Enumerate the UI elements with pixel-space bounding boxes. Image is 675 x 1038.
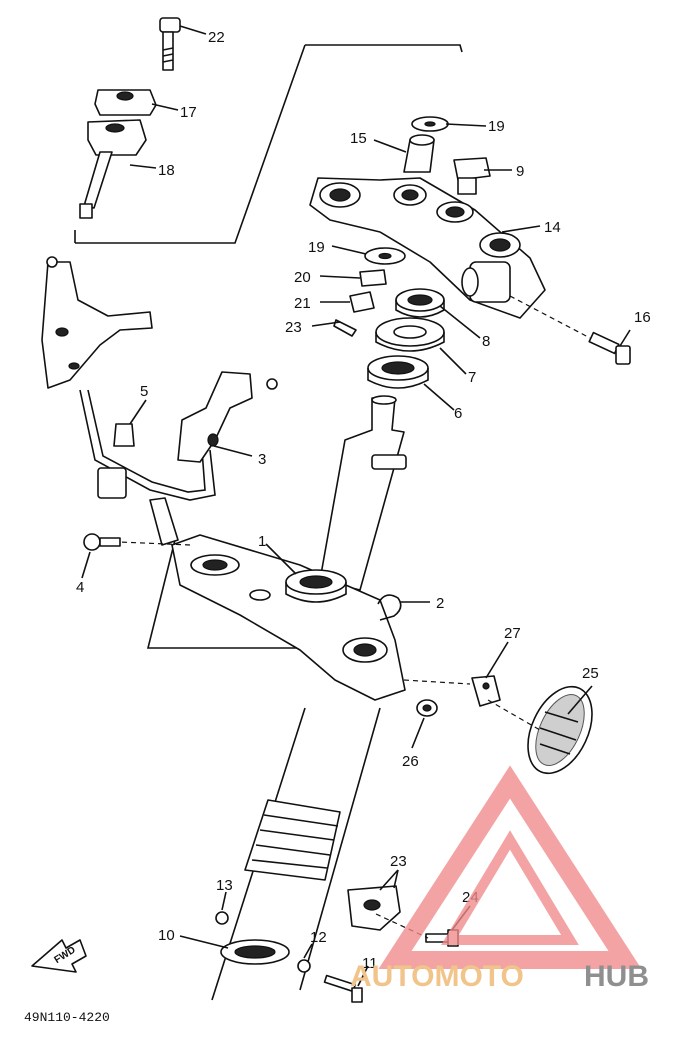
callout-11: 11 xyxy=(362,955,378,972)
lower-bracket xyxy=(171,534,406,701)
lower-bracket-frame xyxy=(146,539,310,649)
bearing-1 xyxy=(285,569,347,603)
upper-bracket-14 xyxy=(309,177,546,319)
callout-19-upper: 19 xyxy=(488,118,505,135)
cotter-pin-22 xyxy=(333,319,357,337)
washer-19-lower xyxy=(364,247,406,265)
handlebar-holder-upper-17 xyxy=(94,89,157,116)
callout-27: 26 xyxy=(402,753,419,770)
callout-4: 4 xyxy=(76,579,84,596)
callout-2: 2 xyxy=(436,595,444,612)
part-code: 49N110-4220 xyxy=(24,1010,110,1025)
bolt-16 xyxy=(588,331,631,365)
bolt-11 xyxy=(323,974,363,1003)
headlight-stay-left xyxy=(41,256,153,389)
clamp-10 xyxy=(220,939,290,965)
handlebar-frame xyxy=(74,44,463,244)
callout-15: 15 xyxy=(350,130,367,147)
callout-5: 5 xyxy=(140,383,148,400)
callout-16: 16 xyxy=(634,309,651,326)
callout-21: 21 xyxy=(294,295,311,312)
callout-6: 6 xyxy=(454,405,462,422)
ring-nut-8 xyxy=(395,288,445,318)
callout-28: 27 xyxy=(504,625,521,642)
callout-12: 12 xyxy=(310,929,327,946)
bolt-23 xyxy=(159,17,181,71)
callouts: 22 17 18 15 19 9 14 19 20 21 23 8 7 6 16… xyxy=(76,29,651,972)
watermark-text: AUTOMOTO HUB xyxy=(350,960,649,993)
callout-9: 9 xyxy=(516,163,524,180)
steering-stem xyxy=(319,395,407,591)
stay-rod xyxy=(79,389,216,501)
callout-22: 23 xyxy=(285,319,302,336)
callout-23: 22 xyxy=(208,29,225,46)
callout-18: 18 xyxy=(158,162,175,179)
washer-19-upper xyxy=(411,116,449,132)
nut-13 xyxy=(215,911,229,925)
watermark-logo-icon xyxy=(378,765,642,969)
callout-26: 25 xyxy=(582,665,599,682)
callout-17: 17 xyxy=(180,104,197,121)
callout-24: 23 xyxy=(390,853,407,870)
callout-10: 10 xyxy=(158,927,175,944)
collar-27 xyxy=(416,699,438,717)
watermark-text-a: AUTOMOTO xyxy=(350,960,524,993)
headlight-stay-3 xyxy=(177,371,278,463)
nut-12 xyxy=(297,959,311,973)
fork-boot xyxy=(244,799,341,881)
cable-holder-24 xyxy=(347,885,401,931)
reflector-bracket-28 xyxy=(471,675,501,707)
bolt-4 xyxy=(83,533,121,551)
watermark-text-b: HUB xyxy=(584,960,649,993)
bearing-cover-7 xyxy=(375,317,445,352)
cable-guide xyxy=(149,497,179,546)
callout-19-lower: 19 xyxy=(308,239,325,256)
handlebar-holder-lower-18 xyxy=(79,119,147,219)
callout-8: 8 xyxy=(482,333,490,350)
lock-washer-20 xyxy=(359,269,387,287)
callout-7: 7 xyxy=(468,369,476,386)
spacer-15 xyxy=(403,134,435,173)
bearing-6 xyxy=(367,355,429,389)
fwd-arrow-icon: FWD xyxy=(31,939,87,973)
callout-20: 20 xyxy=(294,269,311,286)
reflector-26 xyxy=(527,685,593,775)
callout-14: 14 xyxy=(544,219,561,236)
callout-1: 1 xyxy=(258,533,266,550)
callout-3: 3 xyxy=(258,451,266,468)
clip-2 xyxy=(377,594,402,621)
damper-5 xyxy=(113,423,135,447)
callout-13: 13 xyxy=(216,877,233,894)
nut-21 xyxy=(349,291,375,313)
nut-9 xyxy=(453,157,491,195)
